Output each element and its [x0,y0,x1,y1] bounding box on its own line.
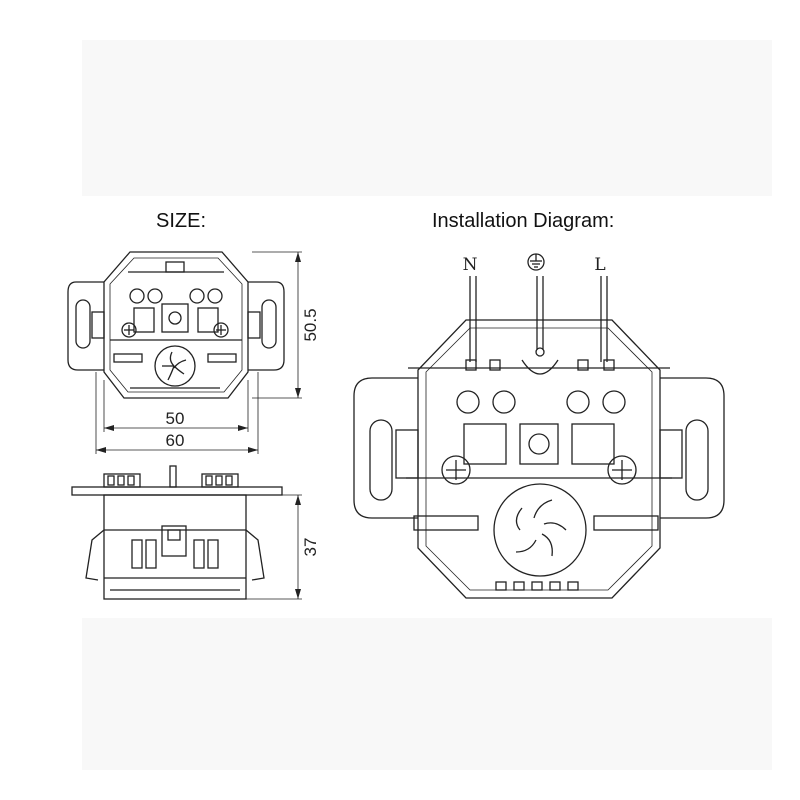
height-dimension-label: 50.5 [301,308,320,341]
earth-ground-icon [527,253,545,271]
inner-width-dimension-label: 50 [166,409,185,428]
depth-dimension-label: 37 [301,538,320,557]
outer-width-dimension-label: 60 [166,431,185,450]
neutral-wire [469,276,477,362]
earth-wire [535,276,545,357]
side-view [71,465,283,600]
front-view-small [67,251,285,399]
live-label: L [594,255,605,275]
bottom-background-band [82,618,772,770]
height-dimension [252,251,302,399]
top-background-band [82,40,772,196]
size-heading: SIZE: [156,210,207,232]
installation-heading: Installation Diagram: [432,210,615,232]
neutral-label: N [463,255,478,275]
live-wire [600,276,608,362]
outer-width-dimension [95,372,259,454]
inner-width-dimension [103,380,249,432]
socket-installation-view [353,319,725,599]
depth-dimension [246,494,302,600]
